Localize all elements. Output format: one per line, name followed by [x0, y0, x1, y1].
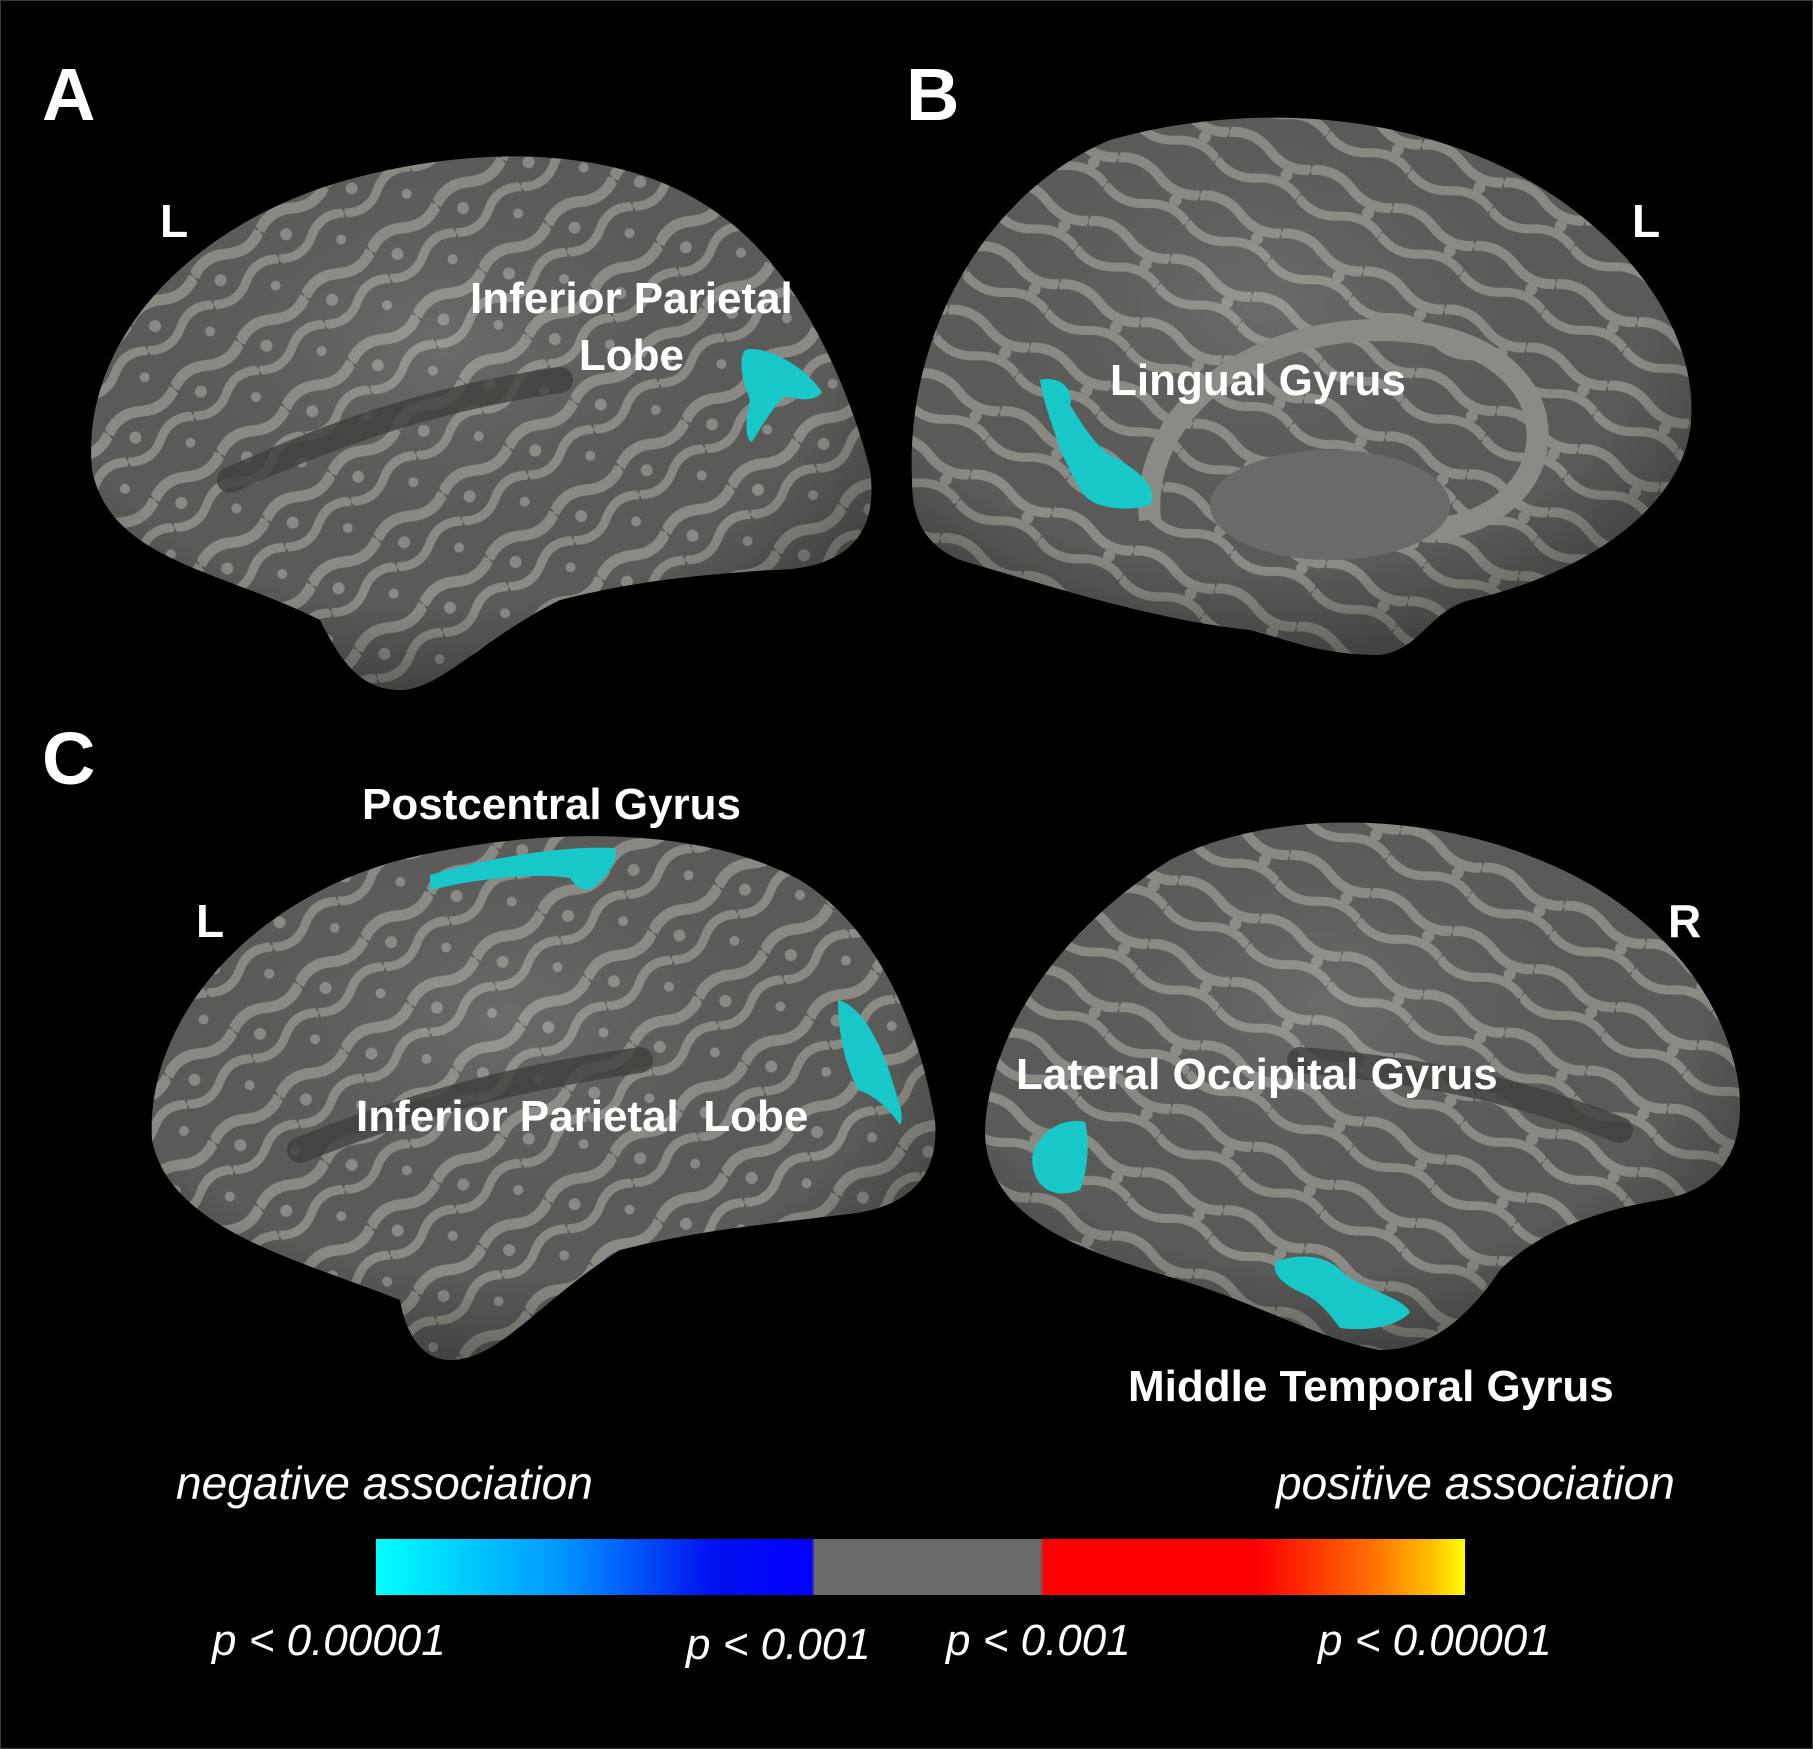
region-label-postcentral-gyrus: Postcentral Gyrus [362, 780, 742, 829]
sylvian-fissure [1287, 1047, 1633, 1143]
sylvian-fissure [287, 1047, 653, 1163]
corpus-callosum-region [1210, 450, 1450, 560]
legend-negative-label: negative association [176, 1457, 593, 1509]
cluster-postcentral-gyrus [430, 847, 616, 890]
legend-tick-4: p < 0.00001 [1318, 1616, 1552, 1665]
hemisphere-label-c-left: L [196, 895, 225, 947]
hemisphere-label-c-right: R [1668, 895, 1702, 947]
colorbar [376, 1539, 1465, 1595]
region-label-lingual-gyrus: Lingual Gyrus [1110, 356, 1406, 405]
cluster-inferior-parietal [741, 349, 822, 442]
region-label-middle-temporal-gyrus: Middle Temporal Gyrus [1128, 1362, 1614, 1411]
brain-c-left-lateral [151, 836, 936, 1360]
panel-letter-a: A [42, 53, 96, 136]
panel-letter-b: B [906, 53, 960, 136]
surface-shading [985, 822, 1740, 1350]
surface-shading [91, 156, 872, 690]
region-label-inferior-parietal-a: Inferior Parietal Lobe [470, 274, 793, 381]
hemisphere-label-b: L [1632, 195, 1661, 247]
panel-letter-c: C [42, 717, 96, 800]
legend-positive-label: positive association [1276, 1457, 1675, 1509]
hemisphere-label-a: L [160, 195, 189, 247]
cluster-inferior-parietal-c [838, 1000, 902, 1125]
cluster-lateral-occipital-gyrus [1032, 1120, 1088, 1194]
brain-c-right-lateral [985, 822, 1740, 1350]
region-label-lateral-occipital-gyrus: Lateral Occipital Gyrus [1016, 1050, 1498, 1099]
region-label-inferior-parietal-c: Inferior Parietal Lobe [356, 1092, 809, 1141]
surface-shading [151, 836, 936, 1360]
legend-tick-3: p < 0.001 [946, 1616, 1131, 1665]
sylvian-fissure [217, 367, 573, 493]
cluster-middle-temporal-gyrus [1274, 1256, 1410, 1330]
legend-tick-1: p < 0.00001 [212, 1616, 446, 1665]
legend-tick-2: p < 0.001 [686, 1620, 871, 1669]
cluster-lingual-gyrus [1040, 379, 1153, 509]
cingulate-gyrus [1138, 318, 1549, 541]
brain-a-left-lateral [91, 156, 872, 690]
brain-b-left-medial [911, 117, 1692, 655]
